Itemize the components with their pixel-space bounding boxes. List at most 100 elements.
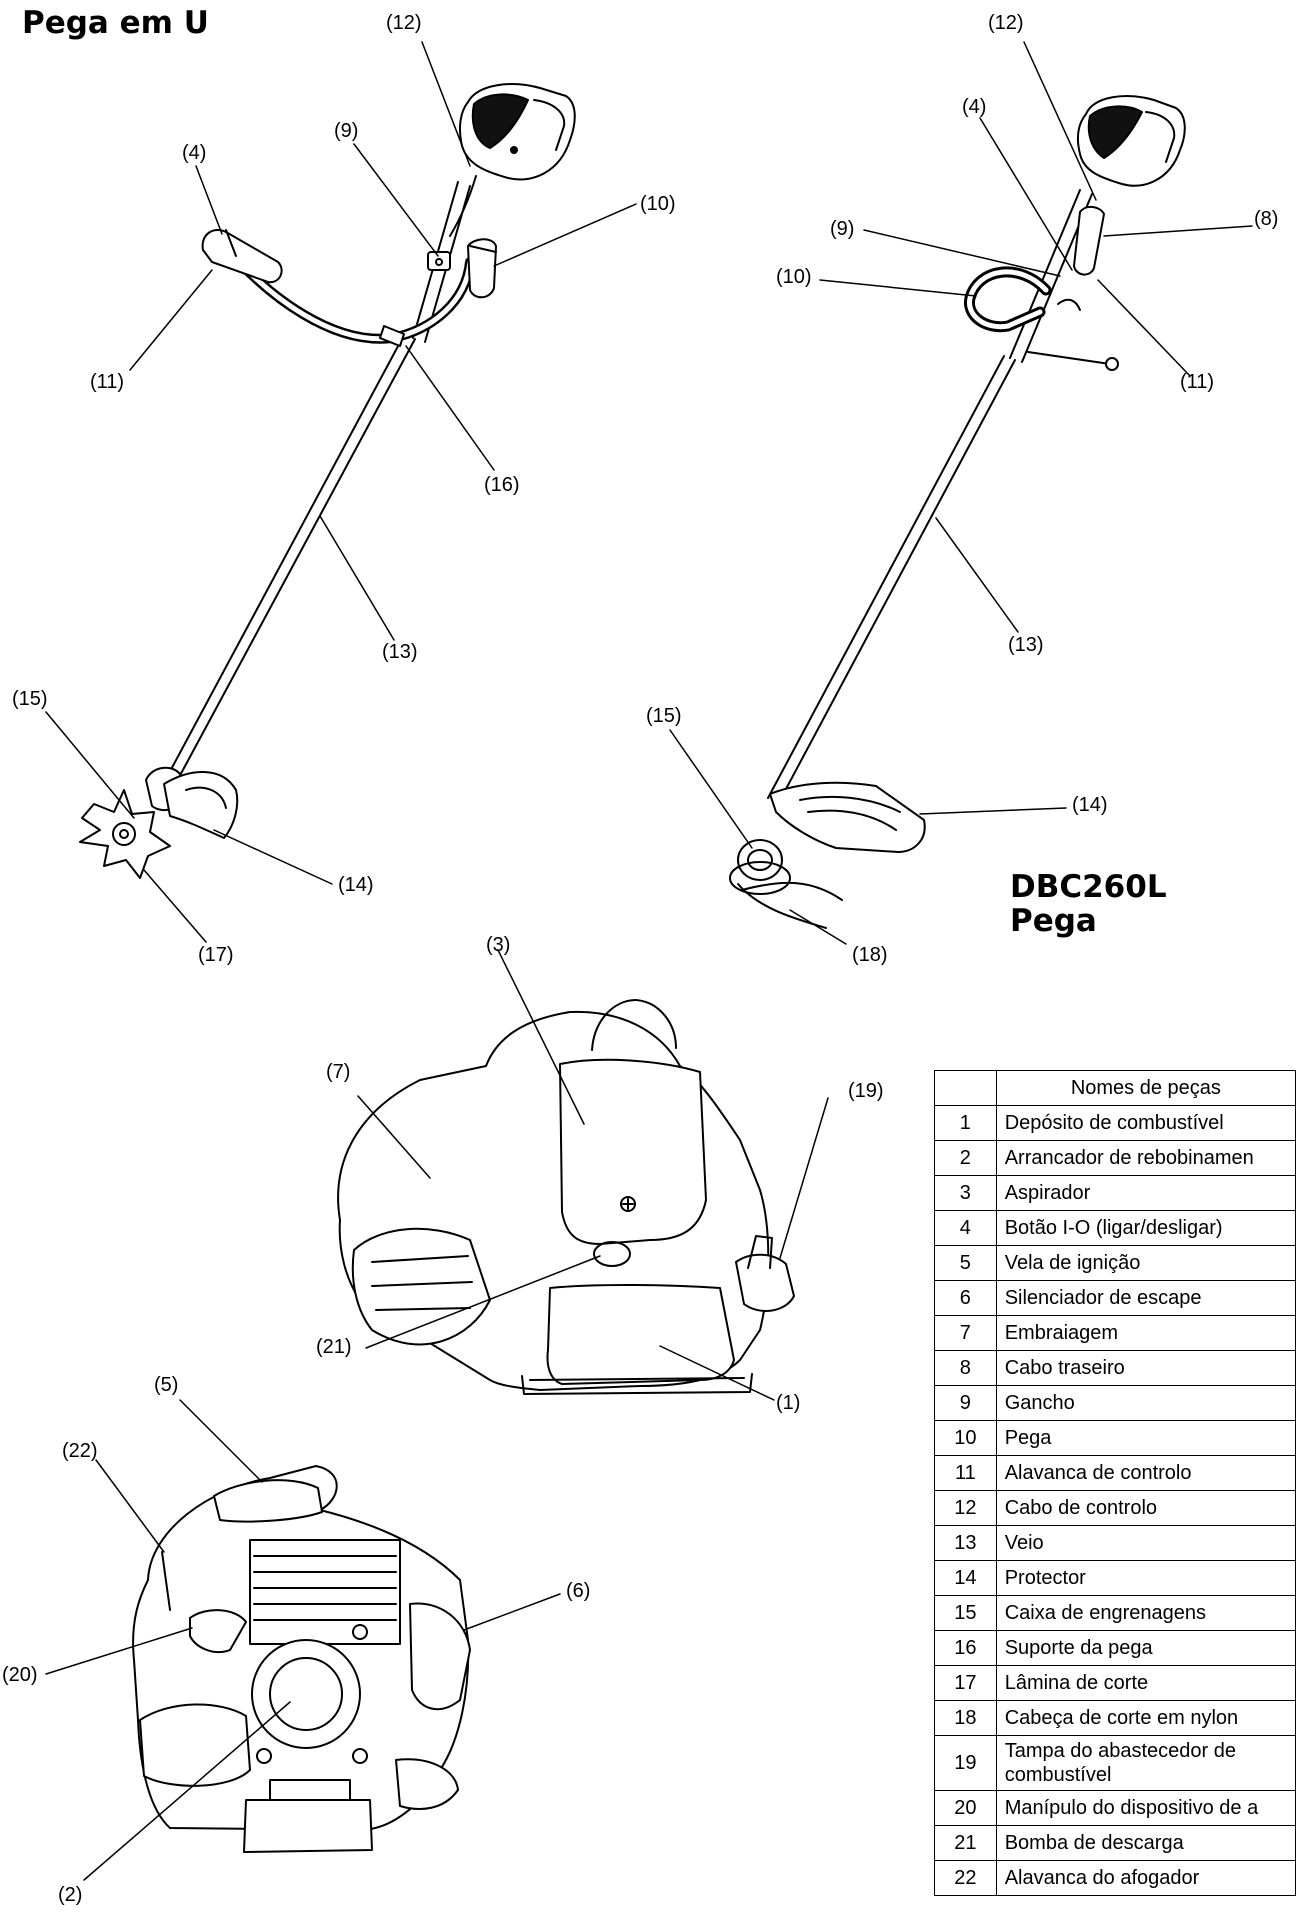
callout-label: (6) bbox=[566, 1580, 591, 1602]
callout-label: (5) bbox=[154, 1374, 179, 1396]
callout-label: (1) bbox=[776, 1392, 801, 1414]
part-number: 11 bbox=[934, 1455, 997, 1491]
part-number: 12 bbox=[934, 1490, 997, 1526]
part-number: 15 bbox=[934, 1595, 997, 1631]
part-name: Botão I-O (ligar/desligar) bbox=[995, 1210, 1296, 1246]
callout-label: (17) bbox=[198, 944, 234, 966]
part-name: Cabo de controlo bbox=[995, 1490, 1296, 1526]
callout-label: (12) bbox=[386, 12, 422, 34]
part-number: 6 bbox=[934, 1280, 997, 1316]
name-column-header: Nomes de peças bbox=[995, 1070, 1296, 1106]
part-name: Cabo traseiro bbox=[995, 1350, 1296, 1386]
callout-label: (14) bbox=[1072, 794, 1108, 816]
part-name: Veio bbox=[995, 1525, 1296, 1561]
part-name: Bomba de descarga bbox=[995, 1825, 1296, 1861]
callout-label: (4) bbox=[182, 142, 207, 164]
part-number: 21 bbox=[934, 1825, 997, 1861]
part-number: 8 bbox=[934, 1350, 997, 1386]
callout-label: (12) bbox=[988, 12, 1024, 34]
part-number: 14 bbox=[934, 1560, 997, 1596]
part-name: Arrancador de rebobinamen bbox=[995, 1140, 1296, 1176]
callout-label: (19) bbox=[848, 1080, 884, 1102]
leader-lines bbox=[45, 41, 1253, 1881]
part-name: Lâmina de corte bbox=[995, 1665, 1296, 1701]
part-name: Pega bbox=[995, 1420, 1296, 1456]
callout-label: (4) bbox=[962, 96, 987, 118]
part-name: Silenciador de escape bbox=[995, 1280, 1296, 1316]
parts-table-header: Nomes de peças bbox=[934, 1070, 1296, 1106]
part-name: Cabeça de corte em nylon bbox=[995, 1700, 1296, 1736]
callout-label: (14) bbox=[338, 874, 374, 896]
callout-label: (15) bbox=[12, 688, 48, 710]
part-number: 22 bbox=[934, 1860, 997, 1896]
part-name: Alavanca de controlo bbox=[995, 1455, 1296, 1491]
part-name: Vela de ignição bbox=[995, 1245, 1296, 1281]
model-heading: DBC260L bbox=[1010, 869, 1167, 905]
part-number: 3 bbox=[934, 1175, 997, 1211]
part-number: 13 bbox=[934, 1525, 997, 1561]
callout-label: (18) bbox=[852, 944, 888, 966]
u-handle-trimmer-drawing bbox=[79, 83, 576, 879]
callout-label: (9) bbox=[830, 218, 855, 240]
callout-label: (22) bbox=[62, 1440, 98, 1462]
part-number: 9 bbox=[934, 1385, 997, 1421]
part-number: 17 bbox=[934, 1665, 997, 1701]
callout-label: (13) bbox=[1008, 634, 1044, 656]
number-column-header bbox=[934, 1070, 997, 1106]
part-number: 20 bbox=[934, 1790, 997, 1826]
callout-label: (15) bbox=[646, 705, 682, 727]
part-number: 5 bbox=[934, 1245, 997, 1281]
loop-handle-trimmer-drawing bbox=[729, 95, 1186, 929]
callout-label: (2) bbox=[58, 1884, 83, 1906]
part-number: 19 bbox=[934, 1735, 997, 1791]
callout-label: (11) bbox=[90, 371, 125, 393]
part-name: Embraiagem bbox=[995, 1315, 1296, 1351]
callout-label: (3) bbox=[486, 934, 511, 956]
callout-label: (20) bbox=[2, 1664, 38, 1686]
part-name: Caixa de engrenagens bbox=[995, 1595, 1296, 1631]
part-name: Alavanca do afogador bbox=[995, 1860, 1296, 1896]
part-name: Suporte da pega bbox=[995, 1630, 1296, 1666]
part-name: Tampa do abastecedor de combustível bbox=[995, 1735, 1296, 1791]
callout-label: (13) bbox=[382, 641, 418, 663]
callout-label: (7) bbox=[326, 1061, 351, 1083]
callout-label: (9) bbox=[334, 120, 359, 142]
part-number: 1 bbox=[934, 1105, 997, 1141]
part-name: Manípulo do dispositivo de a bbox=[995, 1790, 1296, 1826]
engine-side-drawing bbox=[132, 1465, 471, 1853]
callout-label: (16) bbox=[484, 474, 520, 496]
callout-label: (10) bbox=[776, 266, 812, 288]
part-name: Aspirador bbox=[995, 1175, 1296, 1211]
u-handle-heading: Pega em U bbox=[22, 5, 209, 41]
part-number: 18 bbox=[934, 1700, 997, 1736]
part-number: 16 bbox=[934, 1630, 997, 1666]
part-number: 7 bbox=[934, 1315, 997, 1351]
part-name: Depósito de combustível bbox=[995, 1105, 1296, 1141]
callout-label: (8) bbox=[1254, 208, 1279, 230]
loop-handle-heading: Pega bbox=[1010, 903, 1097, 939]
engine-unit-drawing bbox=[337, 999, 795, 1395]
callout-label: (10) bbox=[640, 193, 676, 215]
part-number: 10 bbox=[934, 1420, 997, 1456]
